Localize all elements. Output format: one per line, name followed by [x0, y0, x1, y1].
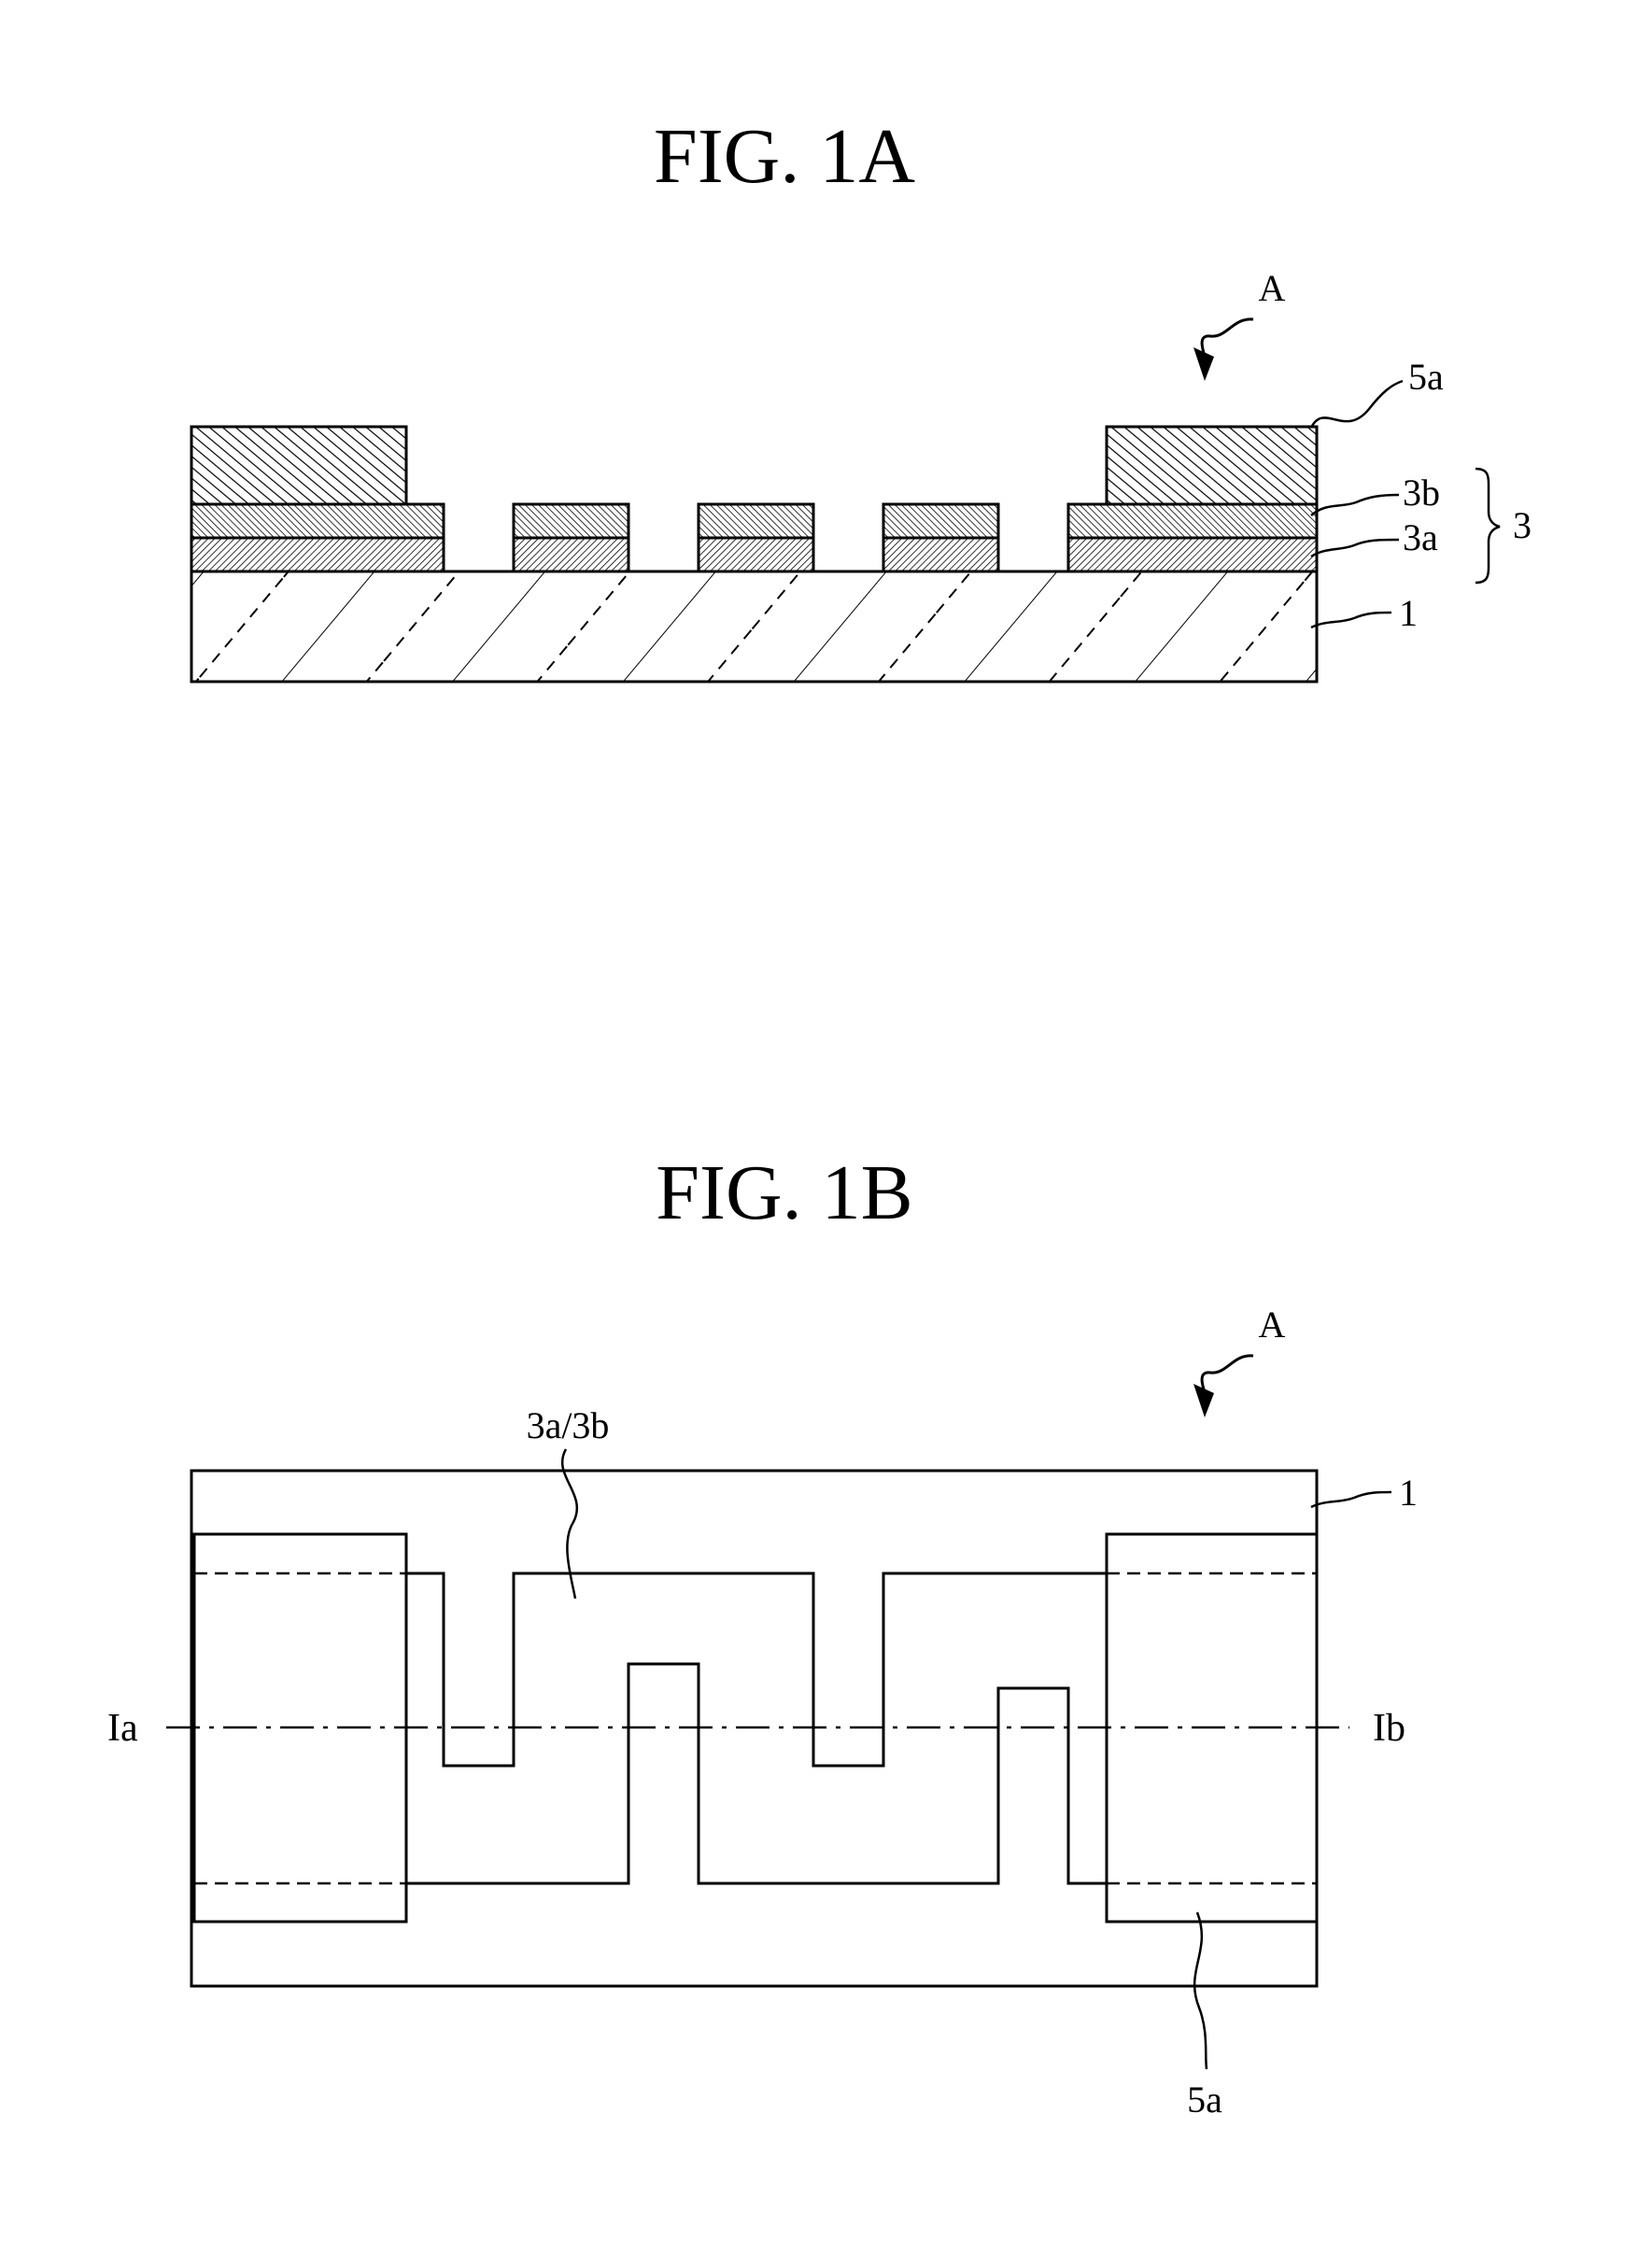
pad-5a-left [191, 427, 406, 504]
leader-3b: 3b [1311, 472, 1440, 515]
leader-5a: 5a [1311, 356, 1444, 428]
brace-3: 3 [1476, 469, 1532, 583]
view-arrow-a: A [1193, 267, 1286, 381]
layer-3b-left [191, 504, 444, 538]
leader-3a-3b: 3a/3b [527, 1404, 610, 1599]
layer-3b-segment-2 [514, 504, 628, 538]
figure-1a-title: FIG. 1A [654, 113, 915, 200]
leader-5a-fig1b: 5a [1187, 1912, 1222, 2121]
leader-1-fig1b: 1 [1311, 1472, 1418, 1514]
layer-3a-right [1068, 538, 1317, 571]
label-3: 3 [1513, 504, 1532, 546]
pad-5a-right [1107, 427, 1317, 504]
layer-3b-segment-3 [699, 504, 813, 538]
figure-1a: FIG. 1A [191, 113, 1532, 682]
label-1-fig1a: 1 [1399, 592, 1418, 634]
view-arrow-label-fig1b: A [1259, 1304, 1286, 1346]
label-5a: 5a [1408, 356, 1444, 398]
label-1-fig1b: 1 [1399, 1472, 1418, 1514]
view-arrow-label: A [1259, 267, 1286, 309]
stack-segment-2 [514, 504, 628, 571]
label-3b: 3b [1403, 472, 1440, 514]
label-3a: 3a [1403, 516, 1438, 558]
stack-segment-3 [699, 504, 813, 571]
layer-stack-3 [191, 504, 1317, 571]
figure-1b-title: FIG. 1B [656, 1149, 912, 1236]
leader-1-fig1a: 1 [1311, 592, 1418, 634]
label-3a-3b: 3a/3b [527, 1404, 610, 1446]
stack-segment-left [191, 504, 444, 571]
label-ib: Ib [1373, 1707, 1405, 1750]
layer-3a-segment-3 [699, 538, 813, 571]
leader-3a: 3a [1311, 516, 1438, 558]
substrate-1 [191, 571, 1317, 682]
layer-3b-segment-4 [883, 504, 998, 538]
label-5a-fig1b: 5a [1187, 2079, 1222, 2121]
layer-3b-right [1068, 504, 1317, 538]
layer-3a-left [191, 538, 444, 571]
figure-1b: FIG. 1B Ia Ib A 3a/3b [107, 1149, 1418, 2121]
stack-segment-right [1068, 504, 1317, 571]
label-ia: Ia [107, 1707, 138, 1750]
stack-segment-4 [883, 504, 998, 571]
layer-3a-segment-4 [883, 538, 998, 571]
view-arrow-a-fig1b: A [1193, 1304, 1286, 1417]
layer-3a-segment-2 [514, 538, 628, 571]
